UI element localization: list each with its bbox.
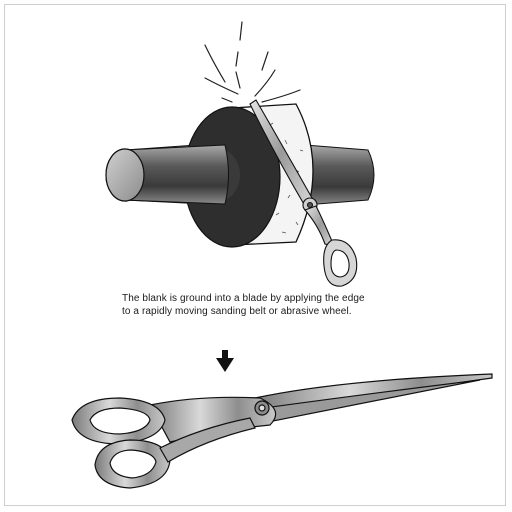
grinder-shaft-right-icon [304,144,375,206]
caption-line-1: The blank is ground into a blade by appl… [122,293,365,304]
figure-frame [4,4,506,506]
grinder-shaft-front-icon [105,144,229,205]
illustration-caption: The blank is ground into a blade by appl… [122,292,442,318]
down-arrow-icon [216,350,234,372]
caption-line-2: to a rapidly moving sanding belt or abra… [122,306,352,317]
finished-scissors-icon [71,373,493,489]
scissor-blank-icon [249,99,358,287]
spark-lines-icon [204,21,301,103]
